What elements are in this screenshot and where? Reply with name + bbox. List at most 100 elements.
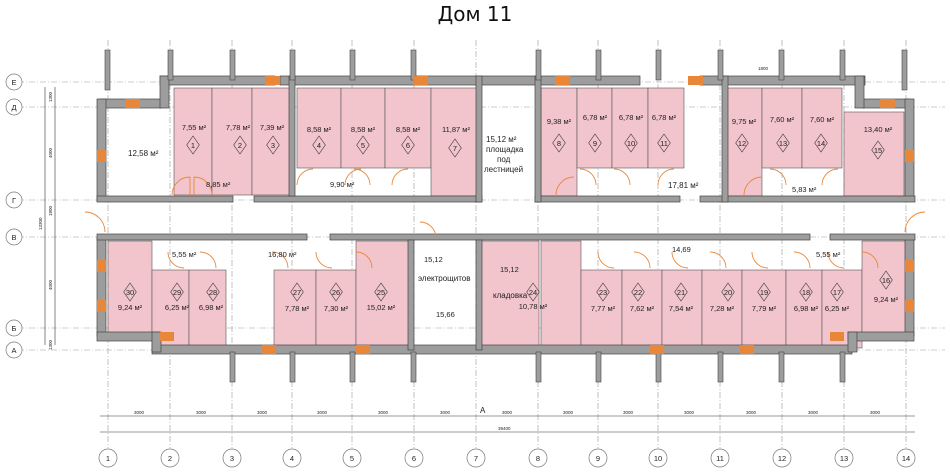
unit-diamond bbox=[674, 282, 688, 302]
unit-number: 24 bbox=[529, 288, 537, 297]
unit-18: 18 6,98 м² bbox=[794, 282, 819, 313]
unit-area: 7,62 м² bbox=[630, 304, 655, 313]
axis-label: 12 bbox=[778, 454, 786, 463]
unit-area: 9,75 м² bbox=[732, 117, 757, 126]
unit-diamond bbox=[170, 282, 184, 302]
unit-diamond bbox=[186, 135, 200, 155]
label-hall-left: 12,58 м² bbox=[128, 149, 159, 158]
unit-1: 17,55 м² bbox=[182, 123, 207, 155]
unit-number: 7 bbox=[453, 144, 457, 153]
axis-bubble-7: 7 bbox=[466, 448, 486, 468]
axis-bubble-4: 4 bbox=[282, 448, 302, 468]
unit-area: 7,55 м² bbox=[182, 123, 207, 132]
axis-label: 11 bbox=[716, 454, 724, 463]
axis-bubble-11: 11 bbox=[710, 448, 730, 468]
unit-area: 6,78 м² bbox=[652, 113, 677, 122]
unit-number: 13 bbox=[779, 139, 787, 148]
unit-number: 22 bbox=[634, 288, 642, 297]
unit-number: 18 bbox=[802, 288, 810, 297]
unit-19: 197,79 м² bbox=[752, 282, 777, 313]
dim-left-3: 13300 bbox=[38, 217, 43, 230]
unit-diamond bbox=[657, 133, 671, 153]
unit-diamond bbox=[290, 282, 304, 302]
unit-number: 4 bbox=[317, 141, 321, 150]
unit-area: 6,78 м² bbox=[619, 113, 644, 122]
unit-diamond bbox=[757, 282, 771, 302]
dimension-labels-left: 1300 4000 13300 1800 4000 1300 bbox=[38, 91, 53, 350]
unit-diamond bbox=[871, 140, 885, 160]
unit-number: 6 bbox=[406, 141, 410, 150]
unit-area: 6,78 м² bbox=[583, 113, 608, 122]
unit-number: 30 bbox=[126, 288, 134, 297]
label-stairs-1: площадка bbox=[486, 145, 524, 154]
unit-area: 7,39 м² bbox=[260, 123, 285, 132]
axis-label: 6 bbox=[412, 454, 416, 463]
axis-bubble-14: 14 bbox=[896, 448, 916, 468]
unit-diamond bbox=[776, 133, 790, 153]
unit-9: 96,78 м² bbox=[583, 113, 608, 153]
walls bbox=[96, 75, 916, 355]
dim-segment: 3000 bbox=[502, 410, 513, 415]
axis-bubble-12: 12 bbox=[772, 448, 792, 468]
unit-16: 169,24 м² bbox=[874, 270, 899, 304]
dim-segment: 3000 bbox=[317, 410, 328, 415]
dim-segment: 3000 bbox=[196, 410, 207, 415]
plan-title: Дом 11 bbox=[437, 2, 513, 26]
unit-28: 286,98 м² bbox=[199, 282, 224, 312]
unit-diamond bbox=[631, 282, 645, 302]
dim-left-5: 1300 bbox=[48, 339, 53, 350]
unit-diamond bbox=[266, 135, 280, 155]
label-elec: электрощитов bbox=[418, 274, 471, 283]
axis-label: 10 bbox=[654, 454, 662, 463]
unit-12: 12 9,75 м² bbox=[732, 117, 757, 153]
unit-diamond bbox=[830, 282, 844, 302]
unit-diamond bbox=[735, 133, 749, 153]
dim-segment: 3000 bbox=[623, 410, 634, 415]
dim-segment: 3000 bbox=[746, 410, 757, 415]
unit-area: 8,58 м² bbox=[396, 125, 421, 134]
axis-label: 13 bbox=[840, 454, 848, 463]
unit-8: 89,38 м² bbox=[547, 117, 572, 153]
axis-bubble-2: 2 bbox=[160, 448, 180, 468]
unit-area: 9,24 м² bbox=[874, 295, 899, 304]
axis-bubble-5: 5 bbox=[342, 448, 362, 468]
dim-segment: 3000 bbox=[257, 410, 268, 415]
unit-number: 23 bbox=[599, 288, 607, 297]
axis-label: 2 bbox=[168, 454, 172, 463]
label-elec-area: 15,66 bbox=[436, 310, 455, 319]
unit-number: 17 bbox=[833, 288, 841, 297]
unit-area: 11,87 м² bbox=[442, 125, 470, 134]
unit-area: 8,58 м² bbox=[307, 125, 332, 134]
unit-area: 6,98 м² bbox=[794, 304, 819, 313]
unit-2: 27,78 м² bbox=[226, 123, 251, 155]
unit-number: 27 bbox=[293, 288, 301, 297]
axis-bubble-10: 10 bbox=[648, 448, 668, 468]
unit-area: 7,60 м² bbox=[770, 115, 795, 124]
dim-total: 39400 bbox=[498, 426, 511, 431]
label-lobby-5: 5,55 м² bbox=[172, 250, 197, 259]
label-stairs-3: лестницей bbox=[484, 165, 523, 174]
label-elec-area-top: 15,12 bbox=[424, 255, 443, 264]
axis-bubble-Г: Г bbox=[5, 191, 23, 209]
axis-label: Д bbox=[11, 103, 16, 112]
room-labels: 12,58 м² 8,85 м² 9,90 м² 15,12 м² площад… bbox=[128, 135, 841, 319]
unit-diamond bbox=[374, 282, 388, 302]
label-storage: кладовка bbox=[493, 291, 528, 300]
axis-bubble-3: 3 bbox=[222, 448, 242, 468]
unit-27: 277,78 м² bbox=[285, 282, 310, 313]
unit-30: 30 9,24 м² bbox=[118, 282, 143, 312]
unit-13: 13 7,60 м² bbox=[770, 115, 795, 153]
unit-number: 12 bbox=[738, 139, 746, 148]
axis-label: Г bbox=[12, 196, 16, 205]
unit-number: 28 bbox=[209, 288, 217, 297]
unit-area: 6,25 м² bbox=[165, 303, 190, 312]
unit-26: 267,30 м² bbox=[324, 282, 349, 313]
unit-area: 9,24 м² bbox=[118, 303, 143, 312]
unit-diamond bbox=[401, 135, 415, 155]
dim-segment: 3000 bbox=[684, 410, 695, 415]
